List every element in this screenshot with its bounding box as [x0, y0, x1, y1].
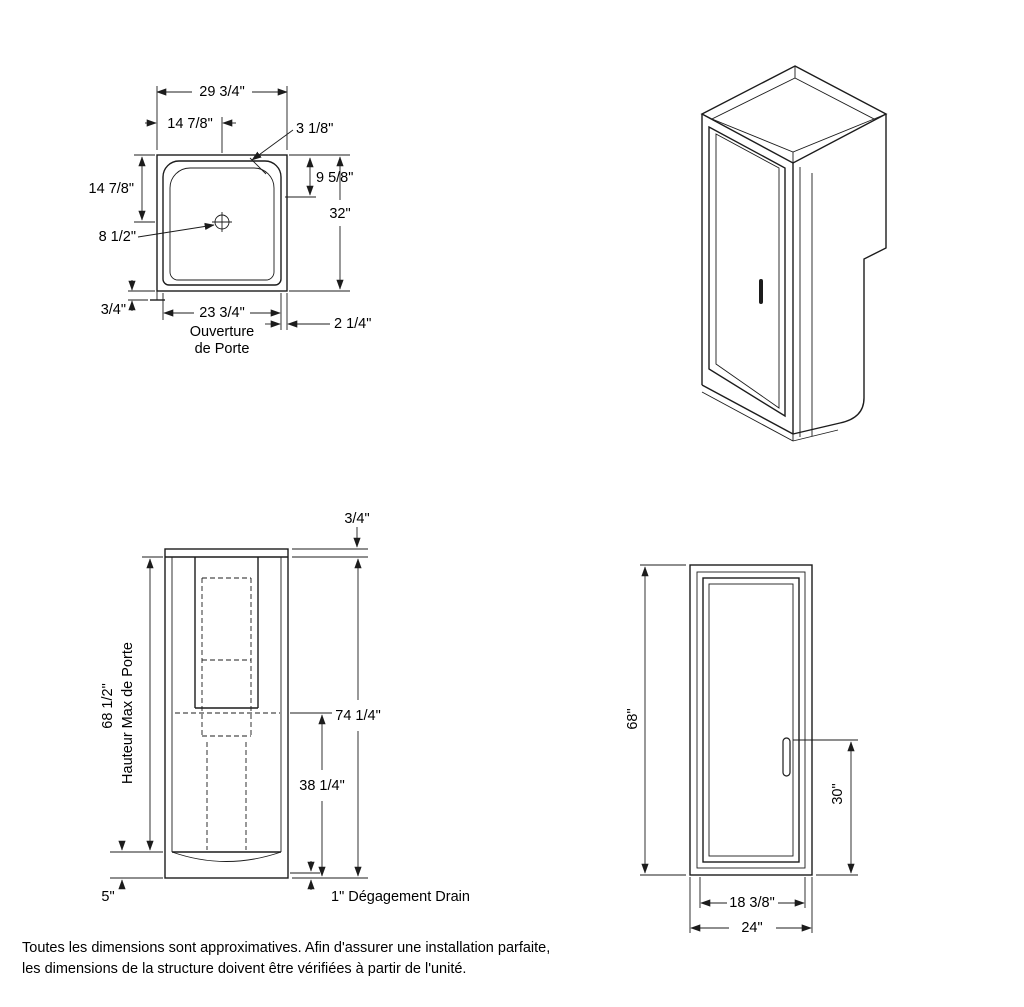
dim-depth-overall: 32" — [329, 206, 350, 222]
label-door-opening-2: de Porte — [195, 341, 250, 357]
dim-drain-offset: 8 1/2" — [99, 229, 136, 245]
top-view: 29 3/4" 14 7/8" 3 1/8" 14 7/8" 8 1/2" 9 … — [89, 84, 372, 357]
label-drain-clearance: 1" Dégagement Drain — [331, 889, 470, 905]
dim-door-height: 68" — [625, 708, 641, 729]
dim-door-width: 18 3/8" — [729, 895, 774, 911]
dim-handle-height: 30" — [830, 783, 846, 804]
door-panel — [708, 125, 786, 418]
label-door-opening-1: Ouverture — [190, 324, 254, 340]
door-handle — [782, 737, 791, 777]
footnote: Toutes les dimensions sont approximative… — [22, 938, 550, 980]
dim-center-offset: 14 7/8" — [167, 116, 212, 132]
front-view: 3/4" 74 1/4" 38 1/4" 68 1/2" Hauteur Max… — [100, 511, 470, 905]
dim-right-return: 2 1/4" — [334, 316, 371, 332]
dim-right-upper: 9 5/8" — [316, 170, 353, 186]
dim-door-opening-width: 23 3/4" — [199, 305, 244, 321]
dim-side-depth: 14 7/8" — [89, 181, 134, 197]
dim-top-trim: 3/4" — [344, 511, 369, 527]
dim-base-height: 5" — [101, 889, 114, 905]
dim-overall-height: 74 1/4" — [335, 708, 380, 724]
footnote-line-1: Toutes les dimensions sont approximative… — [22, 940, 551, 956]
footnote-line-2: les dimensions de la structure doivent ê… — [22, 961, 467, 977]
label-door-max-height: Hauteur Max de Porte — [120, 642, 136, 784]
dim-width-overall: 29 3/4" — [199, 84, 244, 100]
door-elevation: 68" 30" 18 3/8" 24" — [625, 564, 858, 936]
dim-door-max-height: 68 1/2" — [100, 683, 116, 728]
dim-threshold: 3/4" — [101, 302, 126, 318]
dim-door-overall-width: 24" — [741, 920, 762, 936]
dim-mid-height: 38 1/4" — [299, 778, 344, 794]
dim-corner: 3 1/8" — [296, 121, 333, 137]
isometric-view — [700, 65, 888, 442]
corner-chamfer-line — [249, 157, 267, 175]
